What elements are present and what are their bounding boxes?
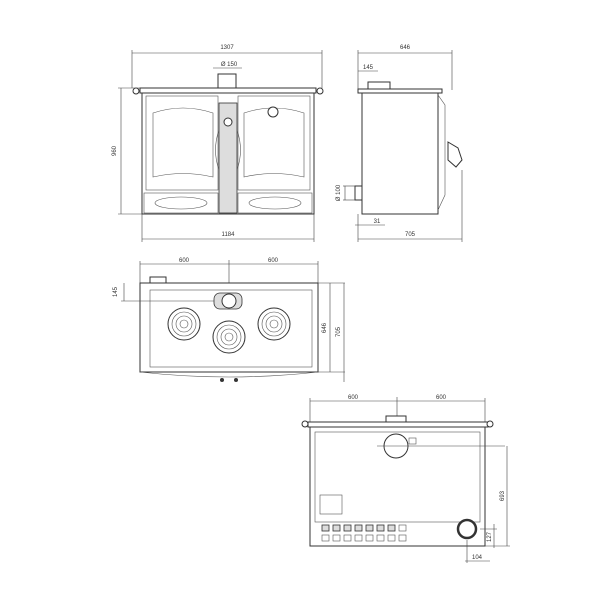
- side-view: 646 145 Ø 100 31 705: [336, 45, 463, 242]
- hotplate-center: [212, 320, 246, 354]
- dim-width-total: 1307: [220, 45, 234, 51]
- dim-flue-offset: 145: [113, 286, 119, 297]
- dim-rear-offset: 31: [374, 219, 381, 225]
- dim-depth-top: 646: [400, 45, 411, 51]
- dim-left-half: 600: [179, 258, 190, 264]
- dim-outlet-height: 693: [500, 490, 506, 501]
- hotplate-right: [257, 307, 291, 341]
- dim-left-half: 600: [348, 395, 359, 401]
- dim-depth-top: 646: [322, 322, 328, 333]
- dim-width-body: 1184: [222, 232, 236, 238]
- dim-depth-total: 705: [405, 232, 416, 238]
- dim-flue-offset: 145: [363, 65, 374, 71]
- dim-rear-flue-diameter: Ø 100: [336, 184, 342, 201]
- hotplate-left: [167, 307, 201, 341]
- front-view: 1307 Ø 150 960 1184: [112, 45, 324, 242]
- rear-view: 600 600 693 127 104: [301, 395, 510, 563]
- dim-right-half: 600: [268, 258, 279, 264]
- dim-depth-total: 705: [336, 326, 342, 337]
- dim-inlet-offset: 104: [472, 555, 483, 561]
- dim-inlet-height: 127: [487, 531, 493, 542]
- dim-flue-diameter: Ø 150: [221, 62, 238, 68]
- vent-grid: [321, 524, 407, 542]
- dim-right-half: 600: [436, 395, 447, 401]
- dim-height: 960: [112, 145, 118, 156]
- top-view: 600 600 145 646 705: [113, 258, 345, 382]
